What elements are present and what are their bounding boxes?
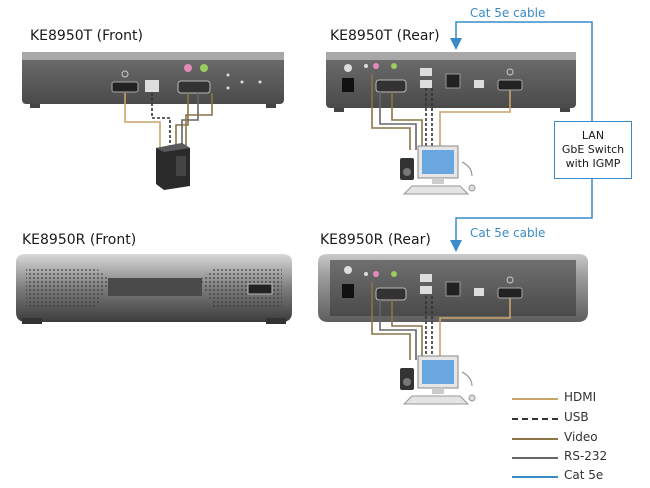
tx-console xyxy=(400,145,476,195)
legend-swatch-hdmi xyxy=(512,398,558,400)
tx-front-cables xyxy=(124,93,213,150)
legend-label-hdmi: HDMI xyxy=(564,390,597,404)
rx-rear-title: KE8950R (Rear) xyxy=(320,232,431,248)
rx-rear-unit xyxy=(318,254,588,322)
cat5e-links xyxy=(450,21,593,252)
tx-rear-unit xyxy=(326,52,576,112)
pc-tower xyxy=(156,143,190,190)
tx-front-title: KE8950T (Front) xyxy=(30,28,143,44)
legend-label-cat5e: Cat 5e xyxy=(564,468,604,482)
legend-item-video: Video xyxy=(512,430,642,446)
tx-rear-title: KE8950T (Rear) xyxy=(330,28,440,44)
rx-console xyxy=(400,355,476,405)
switch-line-3: with IGMP xyxy=(565,157,621,170)
legend-item-cat5e: Cat 5e xyxy=(512,468,642,484)
legend-label-usb: USB xyxy=(564,410,589,424)
cable-label-top: Cat 5e cable xyxy=(470,6,546,20)
switch-line-2: GbE Switch xyxy=(561,143,625,156)
cable-label-bottom: Cat 5e cable xyxy=(470,226,546,240)
legend-label-rs232: RS-232 xyxy=(564,449,608,463)
rx-front-title: KE8950R (Front) xyxy=(22,232,137,248)
legend-label-video: Video xyxy=(564,430,598,444)
switch-line-1: LAN xyxy=(581,129,605,142)
legend-swatch-video xyxy=(512,438,558,440)
legend-item-usb: USB xyxy=(512,410,642,426)
legend-item-hdmi: HDMI xyxy=(512,390,642,406)
legend-swatch-rs232 xyxy=(512,457,558,459)
legend-swatch-usb xyxy=(512,418,558,420)
tx-rear-cables xyxy=(371,74,511,150)
lan-switch-box: LAN GbE Switch with IGMP xyxy=(554,121,632,179)
legend-item-rs232: RS-232 xyxy=(512,449,642,465)
rx-rear-cables xyxy=(371,282,511,360)
rx-front-unit xyxy=(16,254,292,324)
tx-front-unit xyxy=(22,52,284,108)
legend-swatch-cat5e xyxy=(512,476,558,478)
